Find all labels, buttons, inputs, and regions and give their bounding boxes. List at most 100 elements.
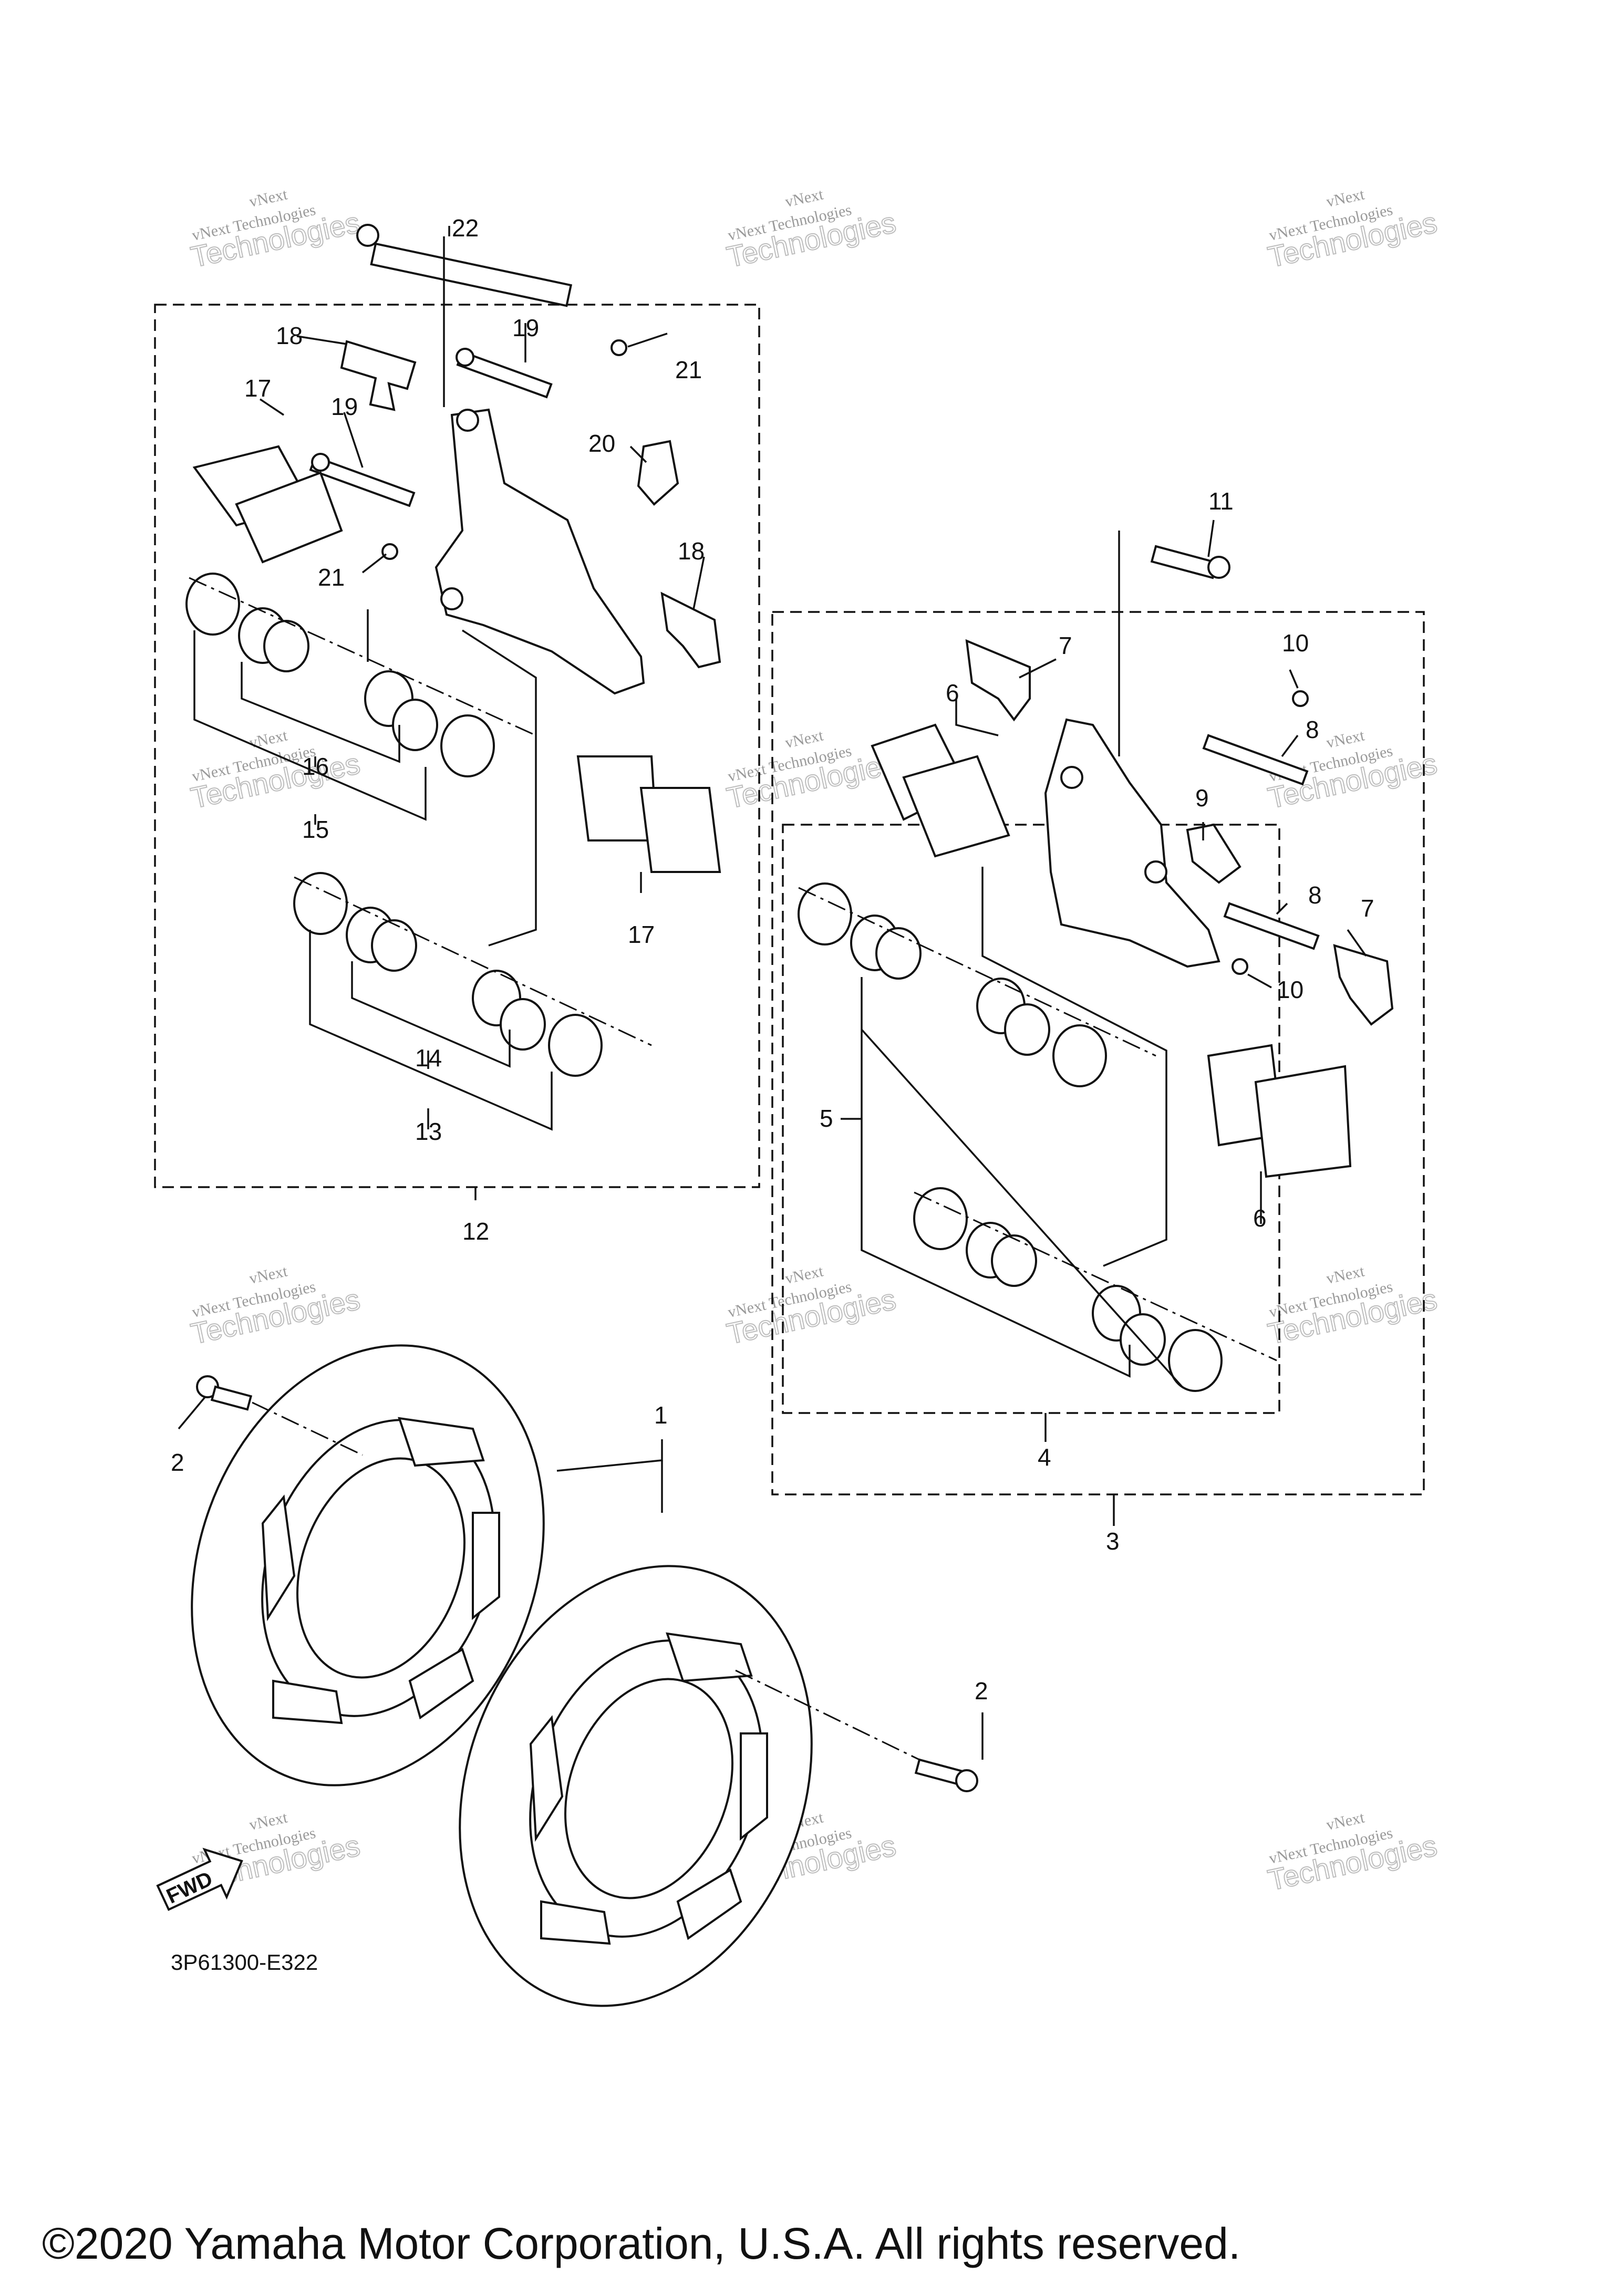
assembly-leader bbox=[367, 609, 537, 947]
pad-pin-19-lower bbox=[309, 453, 416, 507]
set-bracket-16 bbox=[241, 662, 400, 763]
pad-spring-18-upper bbox=[340, 340, 417, 411]
callout-19-upper: 19 bbox=[512, 314, 539, 341]
washer-10-upper bbox=[1292, 690, 1309, 707]
set-bracket-14 bbox=[351, 961, 511, 1068]
callout-11: 11 bbox=[1208, 487, 1234, 515]
watermark: Technologies vNext Technologies vNext bbox=[1265, 1809, 1441, 1897]
svg-text:vNext: vNext bbox=[247, 1262, 289, 1287]
disc-bolt-2-left bbox=[196, 1375, 253, 1411]
callout-9: 9 bbox=[1195, 784, 1209, 812]
callout-20: 20 bbox=[588, 430, 615, 457]
callout-16: 16 bbox=[302, 753, 329, 780]
callout-21-lower: 21 bbox=[318, 564, 345, 591]
callout-5: 5 bbox=[820, 1105, 833, 1132]
callout-10-upper: 10 bbox=[1282, 629, 1309, 657]
brake-pad-6-upper bbox=[871, 723, 1010, 858]
pad-pin-8-upper bbox=[1202, 734, 1309, 786]
watermark: Technologies vNext Technologies vNext bbox=[1265, 185, 1441, 274]
watermark: Technologies vNext Technologies vNext bbox=[723, 1262, 899, 1351]
set-bracket-13 bbox=[309, 930, 553, 1131]
pad-spring-7-upper bbox=[965, 639, 1031, 722]
callout-4: 4 bbox=[1038, 1443, 1051, 1471]
set-bracket-5 bbox=[861, 977, 1183, 1388]
svg-text:vNext: vNext bbox=[783, 185, 825, 211]
svg-text:vNext: vNext bbox=[1325, 185, 1366, 211]
left-caliper-body bbox=[434, 408, 645, 695]
callouts: 1 2 2 3 4 5 6 6 7 7 8 8 9 10 10 11 12 13… bbox=[171, 214, 1374, 1705]
callout-8-upper: 8 bbox=[1306, 716, 1319, 743]
assembly-leader bbox=[981, 867, 1167, 1267]
assembly-box-3 bbox=[771, 611, 1425, 1495]
svg-text:vNext: vNext bbox=[247, 1809, 289, 1834]
callout-1: 1 bbox=[654, 1401, 668, 1429]
callout-22: 22 bbox=[452, 214, 479, 242]
svg-text:vNext: vNext bbox=[1325, 1809, 1366, 1834]
disc-bolt-2-right bbox=[914, 1758, 978, 1792]
caliper-mount-hole bbox=[456, 409, 479, 432]
diagram-code: 3P61300-E322 bbox=[171, 1950, 318, 1975]
pad-spring-18-lower bbox=[660, 591, 721, 669]
svg-text:vNext: vNext bbox=[247, 185, 289, 211]
right-caliper-body bbox=[1044, 718, 1220, 968]
watermark: Technologies vNext Technologies vNext bbox=[1265, 1262, 1441, 1351]
pad-pin-19-upper bbox=[456, 348, 553, 399]
callout-7-upper: 7 bbox=[1059, 632, 1072, 659]
callout-19-lower: 19 bbox=[331, 393, 358, 420]
brake-pad-17-upper bbox=[192, 445, 343, 564]
svg-text:vNext: vNext bbox=[783, 726, 825, 752]
washer-10-lower bbox=[1232, 958, 1248, 975]
set-bracket-15 bbox=[193, 630, 427, 821]
caliper-mount-hole bbox=[1144, 860, 1167, 884]
callout-21-upper: 21 bbox=[675, 356, 702, 383]
callout-15: 15 bbox=[302, 816, 329, 843]
axis-line bbox=[735, 1669, 920, 1761]
watermark: Technologies vNext Technologies vNext bbox=[723, 185, 899, 274]
left-caliper-assembly bbox=[185, 224, 721, 1131]
callout-2-right: 2 bbox=[975, 1677, 988, 1705]
caliper-bolt-22 bbox=[356, 224, 573, 307]
piston-set-upper bbox=[185, 573, 495, 777]
caliper-mount-hole bbox=[1060, 766, 1083, 789]
caliper-bolt-11 bbox=[1150, 545, 1230, 579]
axis-line bbox=[252, 1401, 363, 1456]
washer-21-lower bbox=[381, 543, 398, 560]
svg-text:vNext: vNext bbox=[783, 1262, 825, 1287]
callout-18-lower: 18 bbox=[678, 537, 705, 565]
watermark: Technologies vNext Technologies vNext bbox=[188, 1262, 364, 1351]
callout-2-left: 2 bbox=[171, 1449, 184, 1476]
bleed-screw-20 bbox=[637, 440, 679, 506]
watermark: Technologies vNext Technologies vNext bbox=[188, 726, 364, 815]
watermark: Technologies vNext Technologies vNext bbox=[723, 726, 899, 815]
pad-spring-7-lower bbox=[1333, 944, 1394, 1026]
copyright-notice: ©2020 Yamaha Motor Corporation, U.S.A. A… bbox=[42, 2219, 1240, 2268]
brake-pad-17-lower bbox=[576, 755, 721, 873]
callout-13: 13 bbox=[415, 1118, 442, 1145]
brake-disc-right bbox=[459, 1565, 813, 2007]
callout-10-lower: 10 bbox=[1277, 976, 1303, 1003]
assembly-box-12 bbox=[154, 304, 760, 1188]
axis-line bbox=[294, 876, 652, 1046]
right-caliper-assembly bbox=[798, 531, 1394, 1392]
axis-line bbox=[914, 1191, 1277, 1362]
callout-3: 3 bbox=[1106, 1528, 1120, 1555]
callout-leaders bbox=[178, 226, 1367, 1760]
svg-text:vNext: vNext bbox=[1325, 726, 1366, 752]
callout-17-upper: 17 bbox=[244, 375, 271, 402]
brake-disc-left bbox=[191, 1344, 545, 1786]
callout-17-lower: 17 bbox=[628, 921, 655, 948]
brake-pad-6-lower bbox=[1207, 1044, 1352, 1178]
watermark: Technologies vNext Technologies vNext bbox=[188, 185, 364, 274]
caliper-mount-hole bbox=[440, 587, 463, 610]
axis-line bbox=[798, 887, 1156, 1057]
callout-8-lower: 8 bbox=[1308, 881, 1322, 909]
callout-6-lower: 6 bbox=[1253, 1204, 1267, 1232]
piston-set-5-upper bbox=[798, 882, 1107, 1087]
piston-set-lower bbox=[293, 872, 603, 1077]
svg-text:vNext: vNext bbox=[247, 726, 289, 752]
axis-line bbox=[189, 577, 536, 736]
pad-pin-8-lower bbox=[1223, 902, 1320, 950]
callout-6-upper: 6 bbox=[946, 679, 959, 707]
callout-18-upper: 18 bbox=[276, 322, 303, 349]
